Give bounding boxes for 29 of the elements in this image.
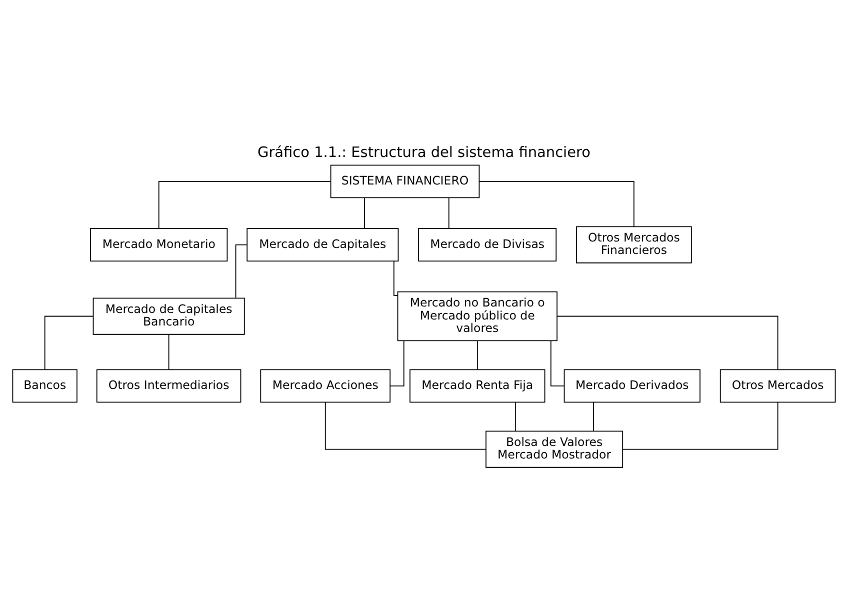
node-box: Otros Mercados Financieros (576, 226, 692, 264)
connector (476, 340, 478, 370)
connector (592, 402, 594, 432)
connector (556, 316, 778, 370)
node-box: Mercado Derivados (564, 369, 700, 403)
node-box: Otros Intermediarios (96, 369, 242, 403)
node-box: Mercado de Divisas (418, 228, 557, 262)
node-box: Mercado de Capitales (246, 228, 399, 262)
connector (478, 180, 634, 227)
connector (514, 402, 516, 432)
connector (390, 340, 404, 386)
connector (622, 402, 778, 450)
connector (44, 316, 94, 370)
node-box: Bancos (12, 369, 78, 403)
node-box: Bolsa de Valores Mercado Mostrador (486, 430, 624, 468)
connector (158, 180, 331, 229)
connector (168, 334, 170, 370)
node-box: Mercado no Bancario o Mercado público de valores (397, 291, 558, 342)
diagram-title: Gráfico 1.1.: Estructura del sistema financiero (258, 144, 590, 161)
node-box: Mercado Monetario (90, 228, 228, 262)
node-box: SISTEMA FINANCIERO (330, 164, 480, 198)
connector (324, 402, 486, 450)
node-box: Otros Mercados (720, 369, 836, 403)
node-box: Mercado Renta Fija (410, 369, 546, 403)
node-box: Mercado de Capitales Bancario (92, 298, 245, 335)
connector (448, 197, 450, 229)
node-box: Mercado Acciones (260, 369, 391, 403)
connector (364, 197, 365, 229)
connector (393, 260, 398, 296)
